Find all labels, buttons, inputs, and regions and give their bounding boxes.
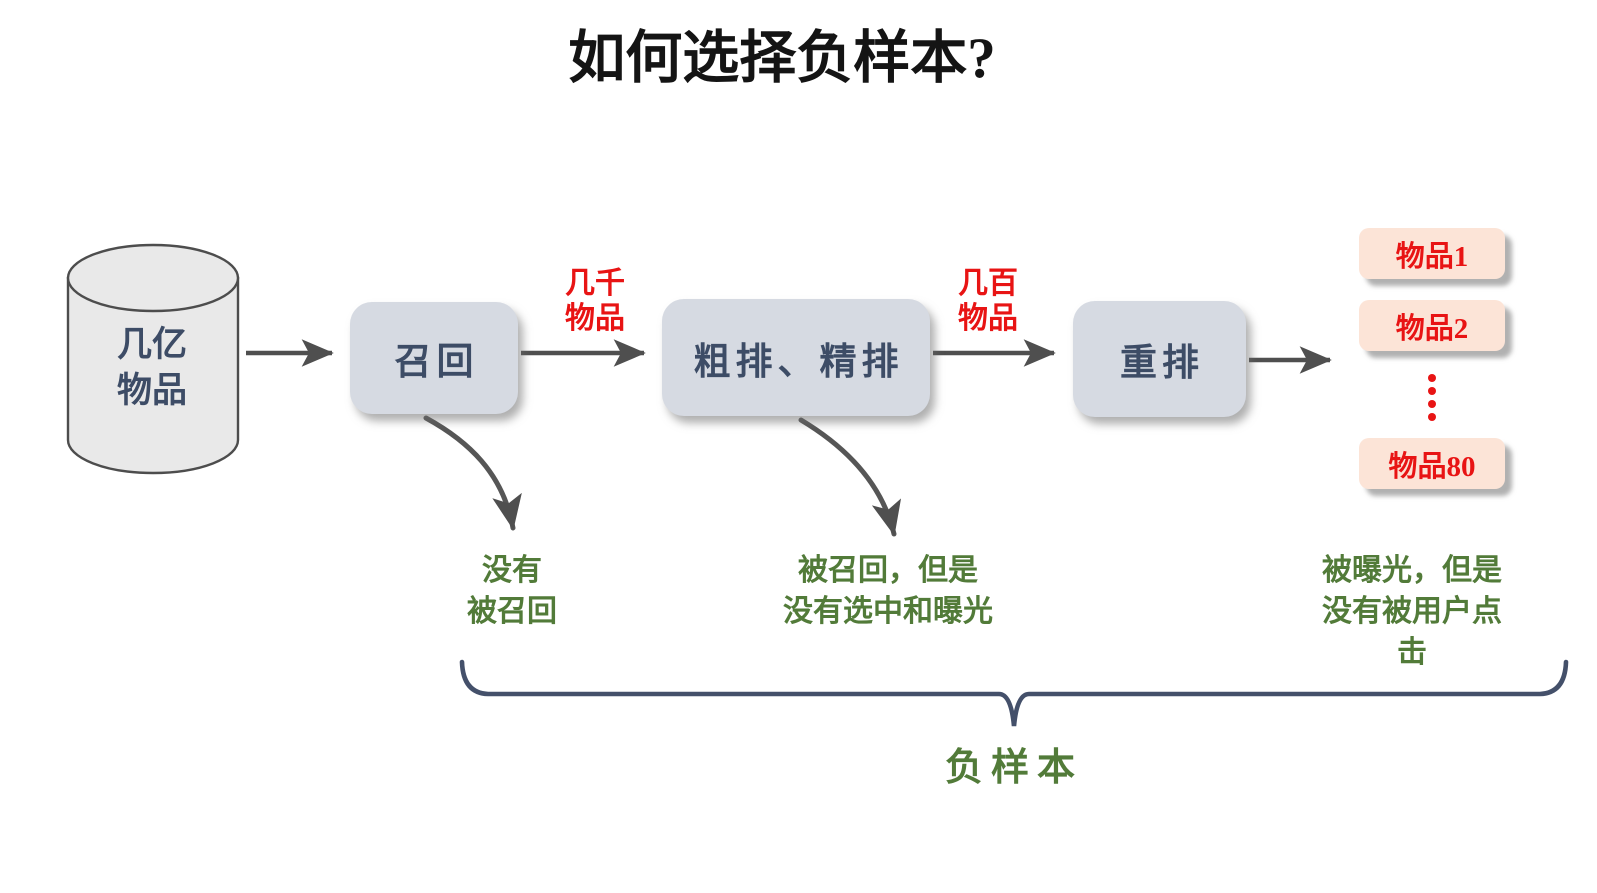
negative-samples-label: 负样本	[944, 747, 1084, 789]
ellipsis-dots	[1428, 374, 1436, 421]
negative-samples-brace	[459, 659, 1569, 727]
note-recalled-not-exposed: 被召回，但是 没有选中和曝光	[783, 554, 993, 628]
items-database-cylinder	[66, 243, 240, 475]
curved-arrow-not-selected	[798, 417, 902, 537]
curved-arrow-not-recalled	[423, 415, 522, 531]
items-database-label: 几亿 物品	[116, 325, 188, 410]
edge-label-thousands-items: 几千 物品	[565, 267, 625, 335]
note-not-recalled: 没有 被召回	[467, 554, 557, 628]
stage-box-coarse-fine-rank: 粗排、精排	[662, 299, 930, 416]
edge-label-hundreds-items: 几百 物品	[958, 267, 1018, 335]
stage-box-rerank: 重排	[1073, 301, 1246, 417]
note-exposed-not-clicked: 被曝光，但是 没有被用户点击	[1322, 554, 1502, 669]
page-title: 如何选择负样本?	[568, 27, 996, 90]
item-box-80: 物品80	[1359, 438, 1505, 489]
item-box-2: 物品2	[1359, 300, 1505, 351]
item-box-1: 物品1	[1359, 228, 1505, 279]
stage-box-recall: 召回	[350, 302, 518, 414]
